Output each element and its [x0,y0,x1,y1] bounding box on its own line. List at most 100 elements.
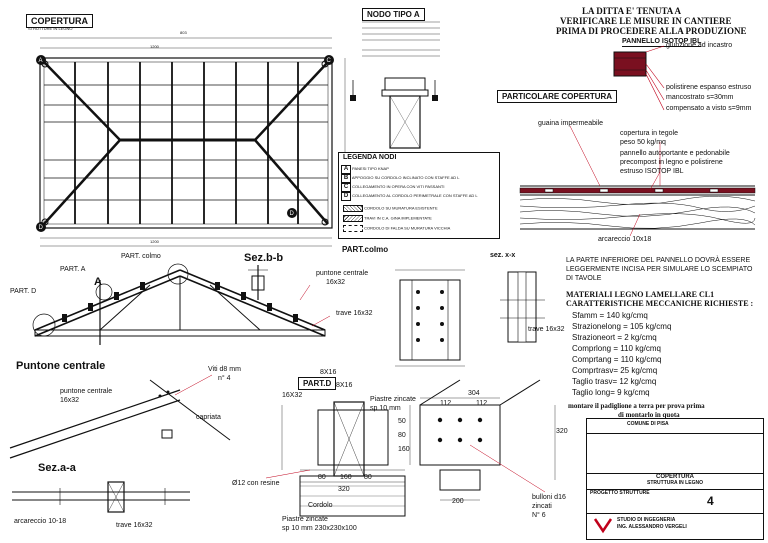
part-colmo-title: PART.colmo [338,244,393,255]
particolare-tegole: copertura in tegole [620,130,678,137]
part-d-dim1: 8X16 [320,369,337,376]
part-d-dim3: 16X32 [282,392,303,399]
title-block-tavola: 4 [707,494,714,508]
svg-text:D: D [290,211,295,217]
part-d-d320b: 320 [556,428,568,435]
part-d-n6: N° 6 [532,512,546,519]
materiali-row-5: Comprtrasv= 25 kg/cmq [572,366,658,375]
part-d-zincati: zincati [532,503,552,510]
title-block-progetto: COPERTURA [655,474,694,480]
part-d-d320: 320 [338,486,350,493]
puntone-title: Puntone centrale [16,360,106,372]
puntone-dim: 16x32 [60,397,80,404]
legenda-row-b: B APPOGGIO SU CORDOLO INCLINATO CON STAF… [341,174,459,183]
legenda-box: LEGENDA NODI A PANESI TIPO KNAP B APPOGG… [338,152,500,239]
part-d-title: PART.D [298,377,337,390]
sez-xx-title: sez. x-x [490,252,516,259]
legenda-row-a: A PANESI TIPO KNAP [341,165,389,174]
part-d-d50: 50 [398,418,406,425]
part-d-bulloni: bulloni d16 [532,494,566,501]
legenda-hatch-1: CORDOLO SU MURATURA ESISTENTE [343,205,438,212]
part-d-d112b: 112 [476,400,488,407]
part-d-piastre-2b: sp 10 mm 230x230x100 [282,525,357,532]
colmo-part-colmo: PART. colmo [121,253,161,260]
svg-text:C: C [327,58,332,64]
pannello-mancostrato: mancostrato s=30mm [666,94,734,101]
materiali-title-2: CARATTERISTICHE MECCANICHE RICHIESTE : [566,299,754,308]
copertura-subtitle: STRUTTURE IN LEGNO [28,26,73,31]
title-block-studio-name: STUDIO DI INGEGNERIA [617,517,676,523]
part-d-d112a: 112 [440,400,452,407]
puntone-label: puntone centrale [60,388,113,395]
legenda-key-d: D [341,192,351,201]
part-d-d80b: 80 [364,474,372,481]
title-block-studio: STUDIO DI INGEGNERIA ING. ALESSANDRO VER… [587,513,763,539]
part-d-d80a: 80 [318,474,326,481]
part-d-d160v: 160 [398,446,410,453]
warning-line-1: LA DITTA E' TENUTA A [582,6,682,16]
svg-text:D: D [39,225,44,231]
title-block-info [587,433,763,474]
colmo-puntone-dim: 16x32 [326,279,346,286]
legenda-row-d: D COLLEGAMENTO AL CORDOLO PERIMETRALE CO… [341,192,478,201]
materiali-row-2: Strazioneort = 2 kg/cmq [572,333,657,342]
note-line-3: DI TAVOLE [566,275,602,282]
materiali-row-0: Sfamm = 140 kg/cmq [572,311,648,320]
copertura-title: COPERTURA [26,14,94,28]
materiali-montaggio-1: montare il padiglione a terra per prova … [568,402,705,410]
part-d-d160: 160 [340,474,352,481]
materiali-row-4: Comprtang = 110 kg/cmq [572,355,662,364]
materiali-row-1: Strazionelong = 105 kg/cmq [572,322,672,331]
colmo-mark-a: A [94,276,102,288]
part-d-piastre-2: Piastre zincate [282,516,328,523]
part-d-piastre-1b: sp 10 mm [370,405,401,412]
legenda-text-a: PANESI TIPO KNAP [352,166,389,171]
title-block-project: COPERTURA STRUTTURA IN LEGNO [587,473,763,490]
note-line-1: LA PARTE INFERIORE DEL PANNELLO DOVRÀ ES… [566,257,751,264]
colmo-part-a: PART. A [60,266,86,273]
warning-line-3: PRIMA DI PROCEDERE ALLA PRODUZIONE [556,26,747,36]
title-block-tipo-row: PROGETTO STRUTTURE 4 [587,489,763,514]
part-d-cordolo: Cordolo [308,502,333,509]
svg-text:803: 803 [180,30,187,35]
svg-text:1200: 1200 [150,44,160,49]
legenda-hatch-text-3: CORDOLO DI FALDA SU MURATURA VICCHIA [364,225,451,231]
title-block: COMUNE DI PISA COPERTURA STRUTTURA IN LE… [586,418,764,540]
part-d-d80v: 80 [398,432,406,439]
title-block-studio-name-2: ING. ALESSANDRO VERGELI [617,524,687,530]
warning-line-2: VERIFICARE LE MISURE IN CANTIERE [560,16,732,26]
colmo-sez-bb: Sez.b-b [244,252,284,264]
puntone-arcareccio: arcareccio 10-18 [14,518,67,525]
puntone-viti-n: n° 4 [218,375,231,382]
part-d-piastre-1: Piastre zincate [370,396,416,403]
legenda-key-c: C [341,183,351,192]
materiali-title-1: MATERIALI LEGNO LAMELLARE CL1 [566,290,715,299]
studio-logo [593,518,613,534]
sez-xx-trave: trave 16x32 [528,326,565,333]
colmo-puntone-label: puntone centrale [316,270,369,277]
part-d-resine: Ø12 con resine [232,480,280,487]
legenda-hatch-3: CORDOLO DI FALDA SU MURATURA VICCHIA [343,225,450,232]
legenda-key-a: A [341,165,351,174]
colmo-trave-label: trave 16x32 [336,310,373,317]
particolare-pannello-3: estruso ISOTOP IBL [620,168,684,175]
legenda-text-b: APPOGGIO SU CORDOLO INCLINATO CON STAFFE… [351,175,460,180]
materiali-row-7: Taglio long= 9 kg/cmq [572,388,650,397]
svg-text:1200: 1200 [150,239,160,244]
note-line-2: LEGGERMENTE INCISA PER SIMULARE LO SCEMP… [566,266,753,273]
part-d-dim2: 8X16 [336,382,353,389]
legenda-hatch-2: TRAVI IN C.A. GINA IMPLEMENTATE [343,215,432,222]
puntone-capriata: capriata [196,414,221,421]
legenda-text-c: COLLEGAMENTO IN OPERA CON VITI PASSANTI [352,184,445,189]
legenda-title: LEGENDA NODI [343,154,397,161]
pannello-compensato: compensato a visto s=9mm [666,105,752,112]
